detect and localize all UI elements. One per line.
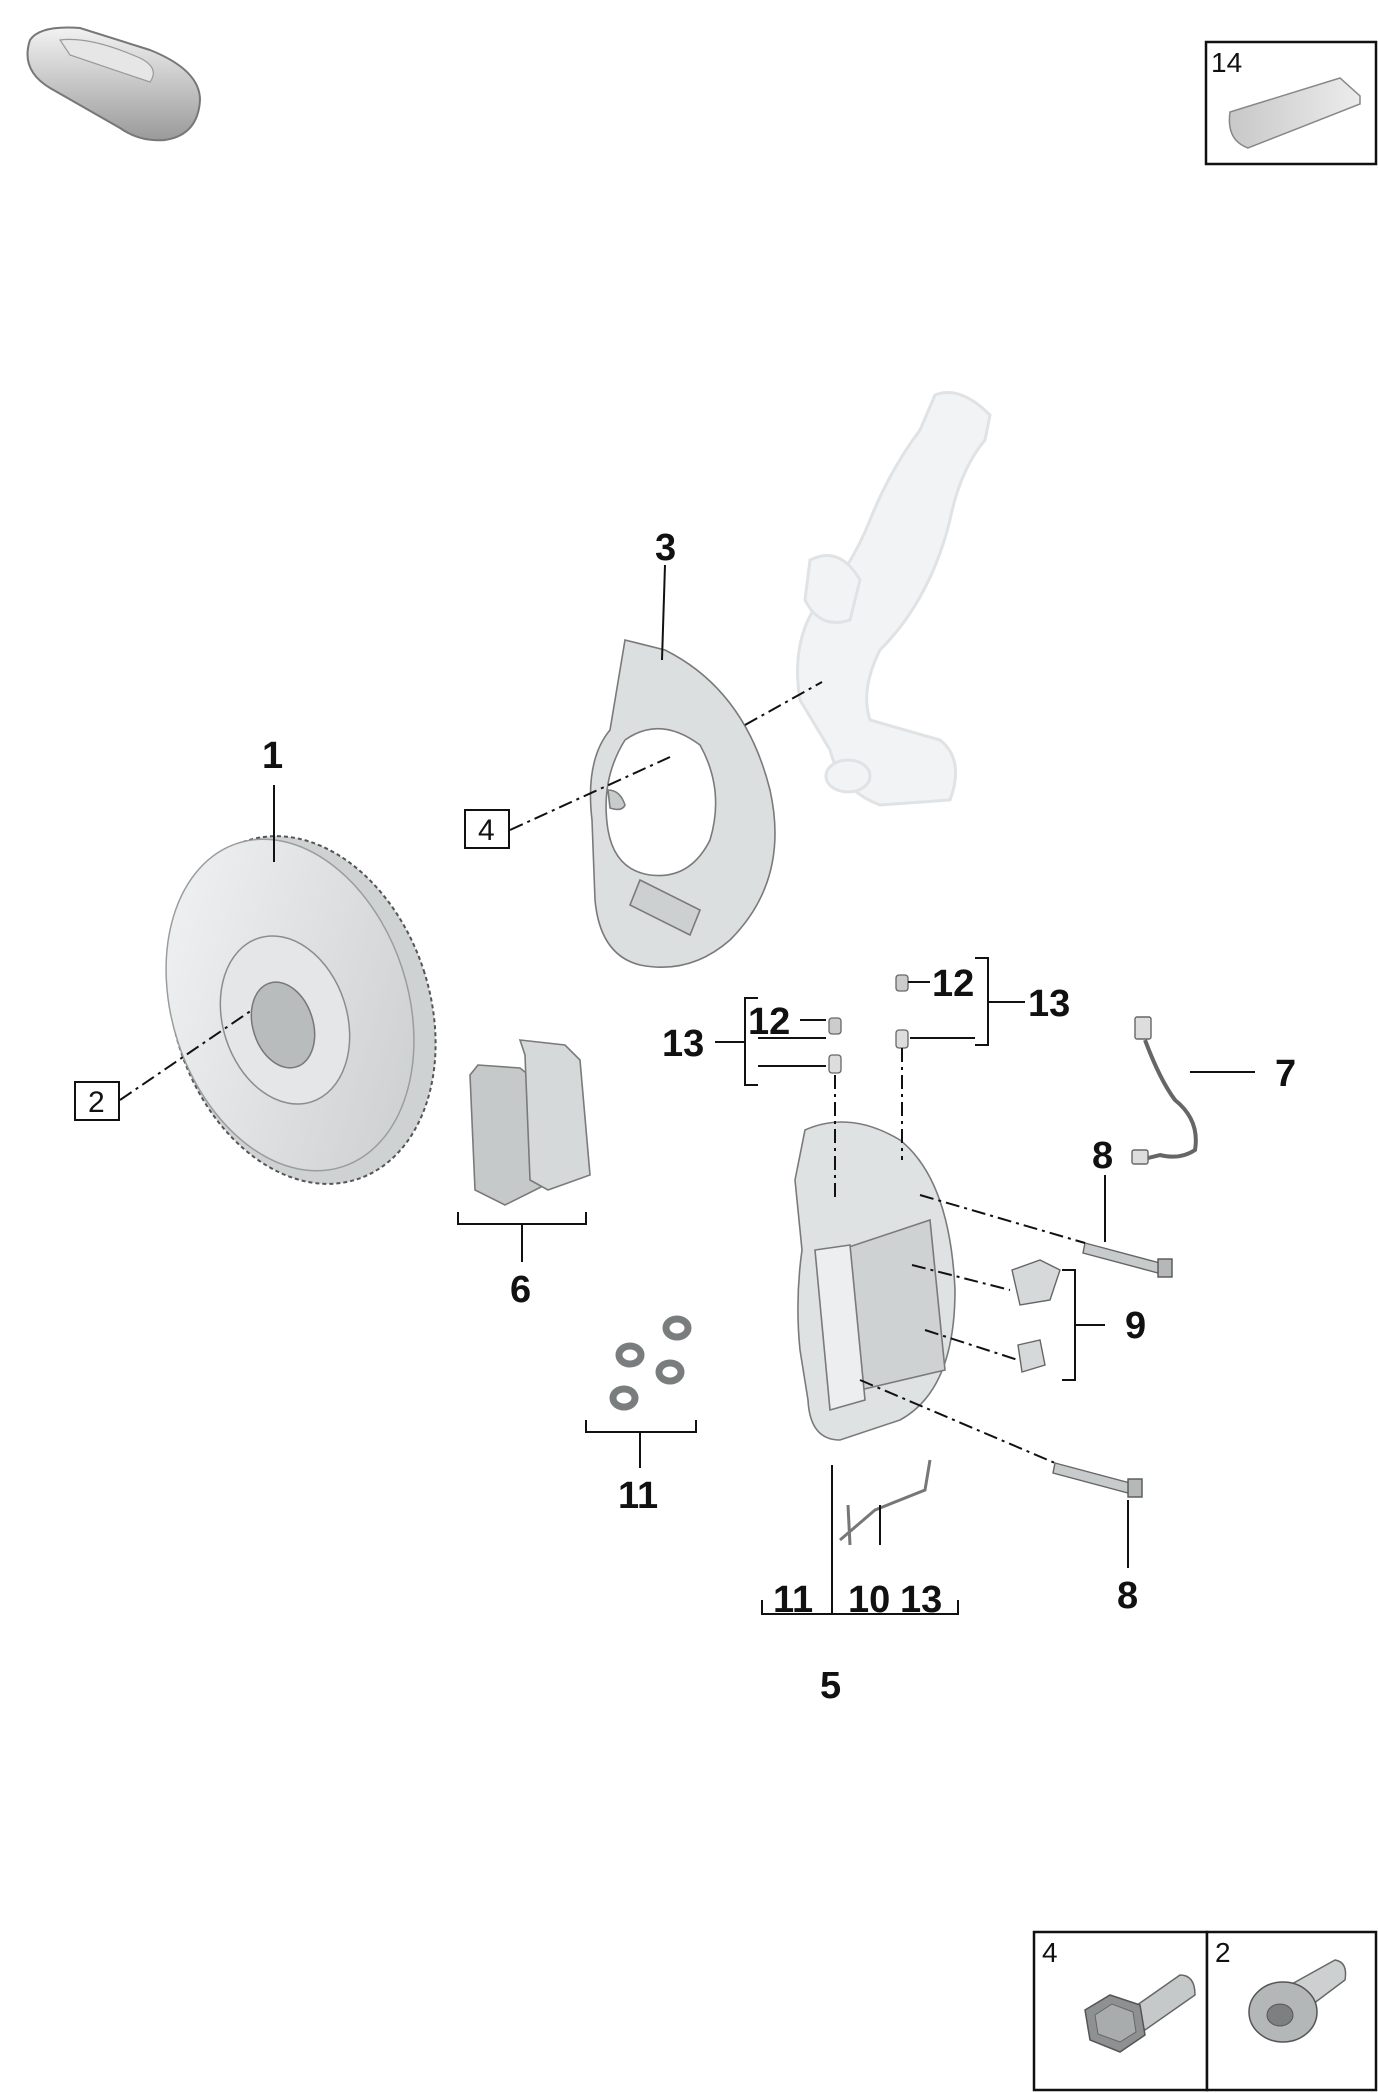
washers-part-11[interactable] — [609, 1315, 692, 1411]
lubricant-tube-icon — [1228, 77, 1361, 149]
leader-3 — [661, 564, 666, 661]
callout-6: 6 — [510, 1269, 531, 1311]
retaining-spring-part-9[interactable] — [1011, 1259, 1061, 1373]
callout-12-right: 12 — [932, 963, 974, 1005]
callout-8-upper: 8 — [1092, 1135, 1113, 1177]
caliper-bolt-part-8-lower[interactable] — [1052, 1462, 1143, 1498]
sensor-wire-part-10[interactable] — [839, 1459, 932, 1546]
bracket-5 — [761, 1600, 959, 1615]
ticks-13-left — [758, 1037, 826, 1067]
callout-13-caliper: 13 — [900, 1579, 942, 1621]
inset-number-4: 4 — [1042, 1937, 1058, 1968]
callout-13-left: 13 — [662, 1023, 704, 1065]
bolt-inset-4[interactable]: 4 — [1032, 1930, 1209, 2092]
inset-number: 14 — [1211, 47, 1242, 78]
steering-knuckle-ghost — [796, 391, 992, 807]
axis-spring-upper — [911, 1264, 1011, 1291]
car-silhouette-icon — [26, 26, 202, 142]
dust-shield-part-3[interactable] — [589, 639, 776, 968]
callout-5: 5 — [820, 1665, 841, 1707]
wear-sensor-part-7[interactable] — [1131, 1016, 1198, 1165]
bolt-inset-2[interactable]: 2 — [1205, 1930, 1378, 2092]
callout-3: 3 — [655, 527, 676, 569]
bleed-screw-parts[interactable] — [828, 974, 909, 1074]
lubricant-inset[interactable]: 14 — [1204, 40, 1378, 166]
callout-10: 10 — [848, 1579, 890, 1621]
callout-8-lower: 8 — [1117, 1575, 1138, 1617]
axis-shield-knuckle — [744, 681, 823, 726]
bracket-6 — [457, 1212, 587, 1262]
bracket-13-left — [715, 997, 758, 1086]
brake-pads-part-6[interactable] — [469, 1039, 591, 1206]
callout-11-caliper: 11 — [773, 1579, 813, 1621]
boxed-ref-2-text: 2 — [88, 1086, 105, 1119]
boxed-ref-4-text: 4 — [478, 814, 495, 847]
axis-spring-lower — [924, 1329, 1019, 1361]
axis-bolt-upper — [919, 1194, 1086, 1244]
brake-caliper-part-5[interactable] — [794, 1121, 956, 1441]
callout-11-washers: 11 — [618, 1475, 658, 1517]
bracket-13-right — [975, 957, 1025, 1046]
callout-1: 1 — [262, 735, 283, 777]
callout-7: 7 — [1275, 1053, 1296, 1095]
hex-bolt-icon — [1084, 1974, 1196, 2053]
caliper-bolt-part-8-upper[interactable] — [1082, 1242, 1173, 1278]
callout-12-left: 12 — [748, 1001, 790, 1043]
inset-number-2: 2 — [1215, 1937, 1231, 1968]
brake-disc-part-1[interactable] — [125, 801, 478, 1219]
bracket-9 — [1062, 1269, 1105, 1381]
boxed-ref-2[interactable]: 2 — [74, 1081, 120, 1121]
axis-bolt-lower — [859, 1379, 1056, 1464]
torx-bolt-icon — [1248, 1959, 1347, 2043]
callout-13-right: 13 — [1028, 983, 1070, 1025]
leader-4 — [509, 756, 671, 831]
boxed-ref-4[interactable]: 4 — [464, 809, 510, 849]
callout-9: 9 — [1125, 1305, 1146, 1347]
bracket-11 — [585, 1420, 697, 1468]
